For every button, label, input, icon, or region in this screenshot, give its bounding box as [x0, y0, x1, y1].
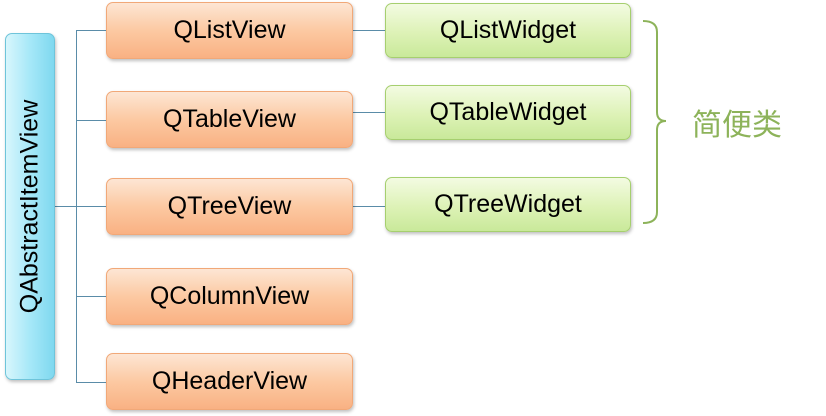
branch-qtableview [76, 120, 106, 121]
convenience-classes-label: 简便类 [692, 108, 782, 143]
branch-qlistview [76, 30, 106, 31]
link-tree-widget [353, 206, 385, 207]
group-brace [642, 20, 667, 224]
qlistwidget-node: QListWidget [385, 3, 631, 58]
branch-qcolumnview [76, 296, 106, 297]
link-table-widget [353, 112, 385, 113]
qtreewidget-node: QTreeWidget [385, 177, 631, 232]
branch-qheaderview [76, 382, 106, 383]
qabstractitemview-node: QAbstractItemView [5, 33, 55, 380]
link-list-widget [353, 30, 385, 31]
qcolumnview-node: QColumnView [106, 268, 353, 325]
qheaderview-node: QHeaderView [106, 353, 353, 410]
qtablewidget-node: QTableWidget [385, 85, 631, 140]
branch-qtreeview [76, 206, 106, 207]
qtableview-node: QTableView [106, 91, 353, 148]
root-connector [55, 206, 76, 207]
qlistview-node: QListView [106, 2, 353, 59]
qabstractitemview-label: QAbstractItemView [15, 99, 44, 314]
qtreeview-node: QTreeView [106, 178, 353, 235]
